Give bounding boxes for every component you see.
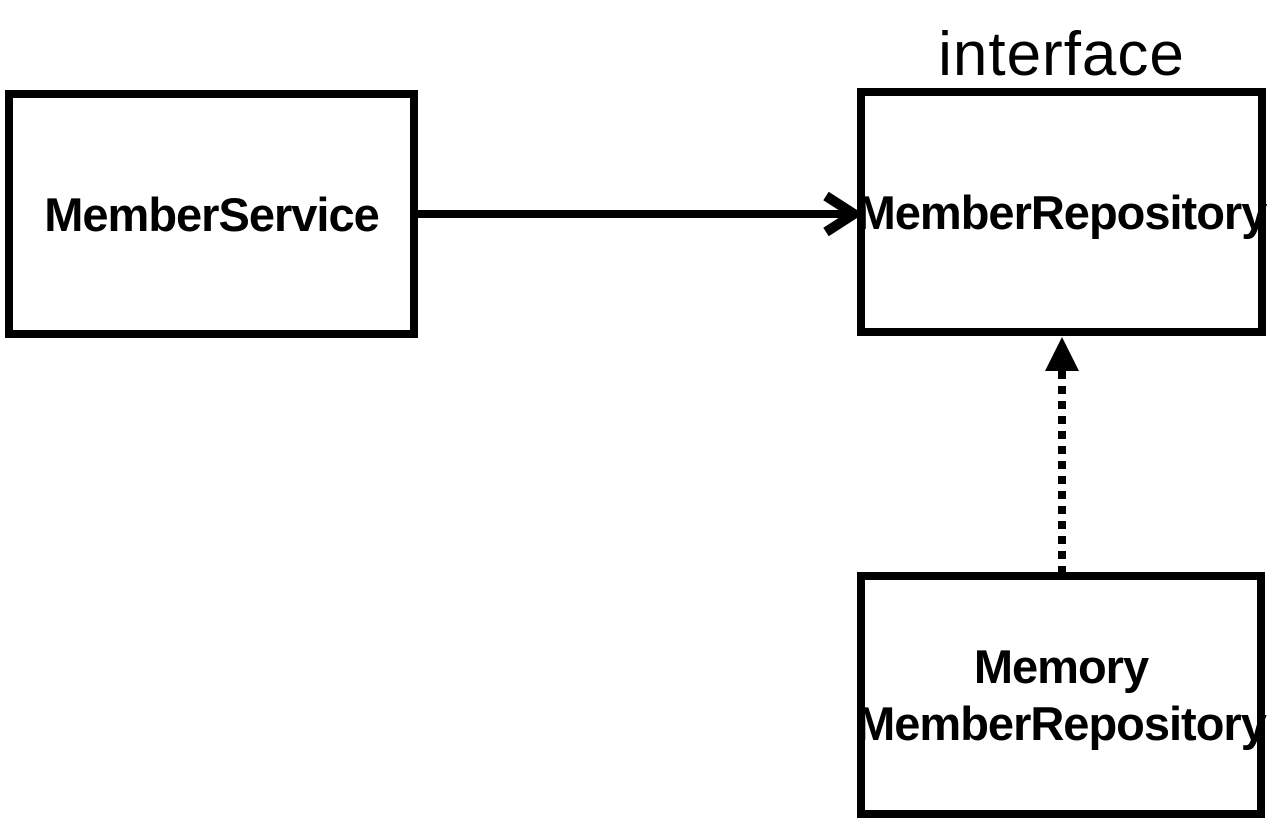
memory-member-repository-label-line1: Memory (973, 640, 1149, 693)
member-service-node: MemberService (5, 90, 418, 338)
member-repository-label: MemberRepository (856, 185, 1268, 239)
member-repository-node: MemberRepository (856, 88, 1268, 336)
memory-member-repository-label-line2: MemberRepository (856, 697, 1267, 750)
member-service-label: MemberService (44, 187, 379, 241)
arrowhead-up-icon (1045, 337, 1079, 371)
dotted-implementation-arrow (1045, 337, 1079, 574)
arrowhead-right-icon (823, 191, 864, 237)
interface-stereotype-label: interface (938, 20, 1185, 89)
memory-member-repository-node: Memory MemberRepository (856, 572, 1267, 818)
solid-dependency-arrow (418, 191, 864, 237)
